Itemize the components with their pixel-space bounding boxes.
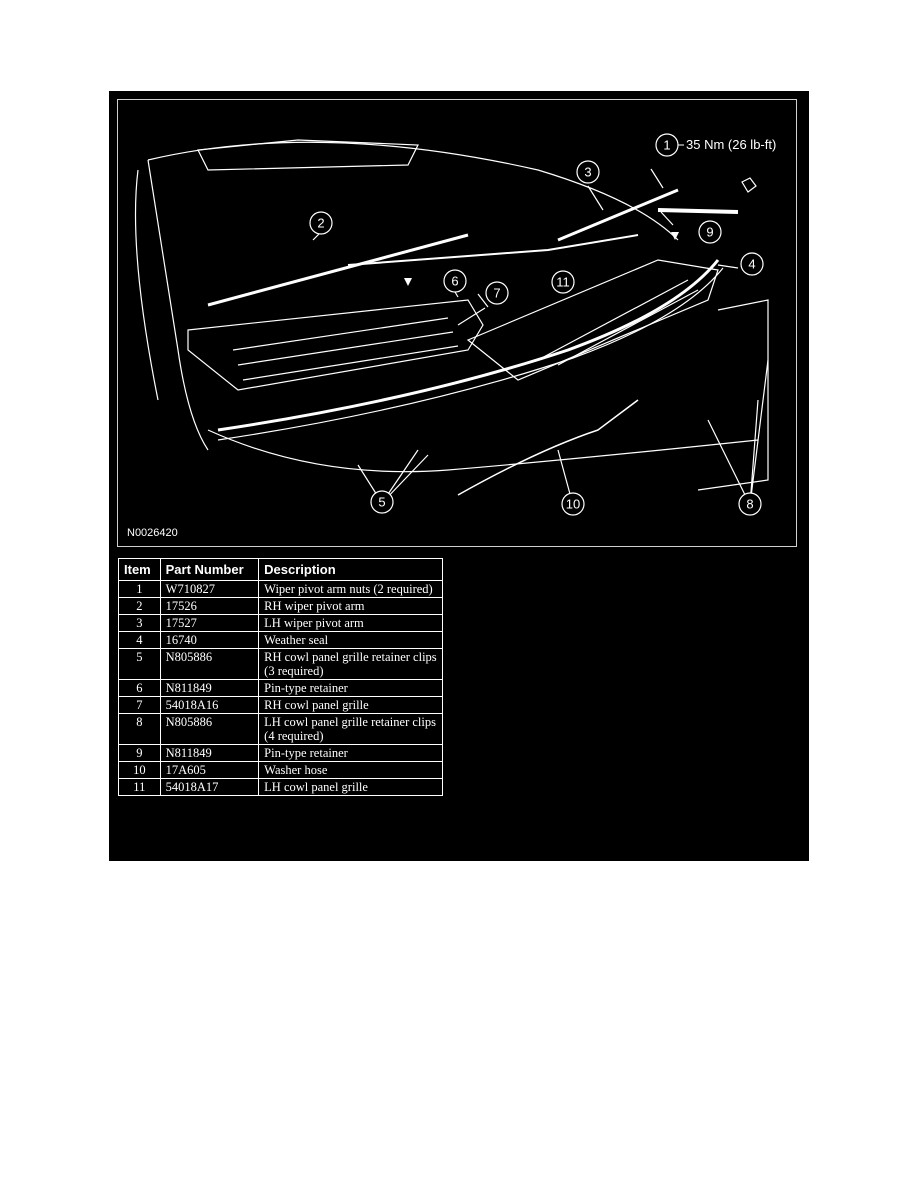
callout-10-circle (561, 492, 585, 516)
description-cell: Weather seal (258, 631, 443, 649)
rh-wiper-arm (347, 234, 639, 266)
callout-6-label: 6 (451, 274, 458, 289)
part-number-cell: N811849 (159, 679, 260, 697)
grille-slats (232, 317, 459, 381)
table-row: 1 W710827 Wiper pivot arm nuts (2 requir… (118, 580, 443, 598)
description-cell: Pin-type retainer (258, 744, 443, 762)
callout-11-label: 11 (556, 275, 570, 290)
parts-table: Item Part Number Description 1 W710827 W… (118, 558, 443, 796)
item-cell: 3 (118, 614, 161, 632)
part-number-cell: N805886 (159, 648, 260, 680)
sunroof-outline (197, 139, 419, 171)
item-cell: 8 (118, 713, 161, 745)
description-cell: RH cowl panel grille retainer clips (3 r… (258, 648, 443, 680)
leader-lines (312, 168, 769, 506)
description-cell: RH cowl panel grille (258, 696, 443, 714)
description-cell: RH wiper pivot arm (258, 597, 443, 615)
callout-3-circle (576, 160, 600, 184)
part-number-cell: 16740 (159, 631, 260, 649)
callout-5-circle (370, 490, 394, 514)
part-number-cell: W710827 (159, 580, 260, 598)
header-part-number: Part Number (159, 558, 260, 581)
item-cell: 11 (118, 778, 161, 796)
callout-11-circle (551, 270, 575, 294)
item-cell: 6 (118, 679, 161, 697)
lh-wiper-blade (557, 188, 679, 242)
description-cell: Washer hose (258, 761, 443, 779)
figure-id-label: N0026420 (127, 527, 178, 539)
windshield-top-edge (147, 141, 679, 241)
part-number-cell: 54018A17 (159, 778, 260, 796)
callout-2-circle (309, 211, 333, 235)
part-number-cell: 17526 (159, 597, 260, 615)
part-number-cell: 17A605 (159, 761, 260, 779)
engine-bay-outline (207, 429, 759, 473)
description-cell: LH cowl panel grille (258, 778, 443, 796)
callout-7-label: 7 (493, 286, 500, 301)
diagram-panel: 1 2 3 4 5 6 7 8 9 10 11 35 Nm (26 lb-ft)… (109, 91, 809, 861)
item-cell: 1 (118, 580, 161, 598)
part-number-cell: N805886 (159, 713, 260, 745)
table-row: 11 54018A17 LH cowl panel grille (118, 778, 443, 796)
callout-6-circle (443, 269, 467, 293)
part-number-cell: 54018A16 (159, 696, 260, 714)
pivot-nut-icon (741, 177, 757, 193)
callout-10-label: 10 (566, 497, 580, 512)
item-cell: 5 (118, 648, 161, 680)
item-cell: 9 (118, 744, 161, 762)
callout-9-circle (698, 220, 722, 244)
weather-seal (217, 259, 720, 432)
table-header-row: Item Part Number Description (118, 558, 443, 581)
item-cell: 7 (118, 696, 161, 714)
item-cell: 2 (118, 597, 161, 615)
table-row: 6 N811849 Pin-type retainer (118, 679, 443, 697)
cowl-wiper-diagram: 1 2 3 4 5 6 7 8 9 10 11 35 Nm (26 lb-ft) (134, 133, 776, 516)
header-item: Item (118, 558, 161, 581)
lh-wiper-pivot (657, 208, 739, 214)
lh-cowl-grille (466, 259, 719, 381)
header-description: Description (258, 558, 443, 581)
grille-slats-right (537, 279, 699, 366)
table-row: 10 17A605 Washer hose (118, 761, 443, 779)
callout-8-circle (738, 492, 762, 516)
table-row: 4 16740 Weather seal (118, 631, 443, 649)
rh-cowl-grille (187, 299, 484, 391)
fender-outline (697, 299, 769, 491)
body-side-edge (134, 169, 159, 401)
table-row: 8 N805886 LH cowl panel grille retainer … (118, 713, 443, 745)
pin-retainer-6-icon (404, 278, 412, 286)
pin-retainer-9-icon (671, 232, 679, 240)
part-number-cell: N811849 (159, 744, 260, 762)
callout-7-circle (485, 281, 509, 305)
washer-hose (457, 399, 639, 496)
table-row: 3 17527 LH wiper pivot arm (118, 614, 443, 632)
part-number-cell: 17527 (159, 614, 260, 632)
a-pillar-edge (147, 159, 209, 451)
description-cell: Wiper pivot arm nuts (2 required) (258, 580, 443, 598)
callout-8-label: 8 (746, 497, 753, 512)
callout-9-label: 9 (706, 225, 713, 240)
torque-spec-label: 35 Nm (26 lb-ft) (686, 137, 776, 152)
description-cell: Pin-type retainer (258, 679, 443, 697)
callout-5-label: 5 (378, 495, 385, 510)
table-row: 5 N805886 RH cowl panel grille retainer … (118, 648, 443, 680)
item-cell: 10 (118, 761, 161, 779)
callout-4-label: 4 (748, 257, 755, 272)
weather-seal-inner (217, 267, 724, 441)
callout-3-label: 3 (584, 165, 591, 180)
callout-4-circle (740, 252, 764, 276)
callout-2-label: 2 (317, 216, 324, 231)
table-row: 9 N811849 Pin-type retainer (118, 744, 443, 762)
table-row: 7 54018A16 RH cowl panel grille (118, 696, 443, 714)
table-row: 2 17526 RH wiper pivot arm (118, 597, 443, 615)
callout-1-label: 1 (663, 138, 670, 153)
rh-wiper-blade (207, 233, 469, 307)
item-cell: 4 (118, 631, 161, 649)
description-cell: LH wiper pivot arm (258, 614, 443, 632)
exploded-view-illustration: 1 2 3 4 5 6 7 8 9 10 11 35 Nm (26 lb-ft)… (117, 99, 797, 547)
description-cell: LH cowl panel grille retainer clips (4 r… (258, 713, 443, 745)
